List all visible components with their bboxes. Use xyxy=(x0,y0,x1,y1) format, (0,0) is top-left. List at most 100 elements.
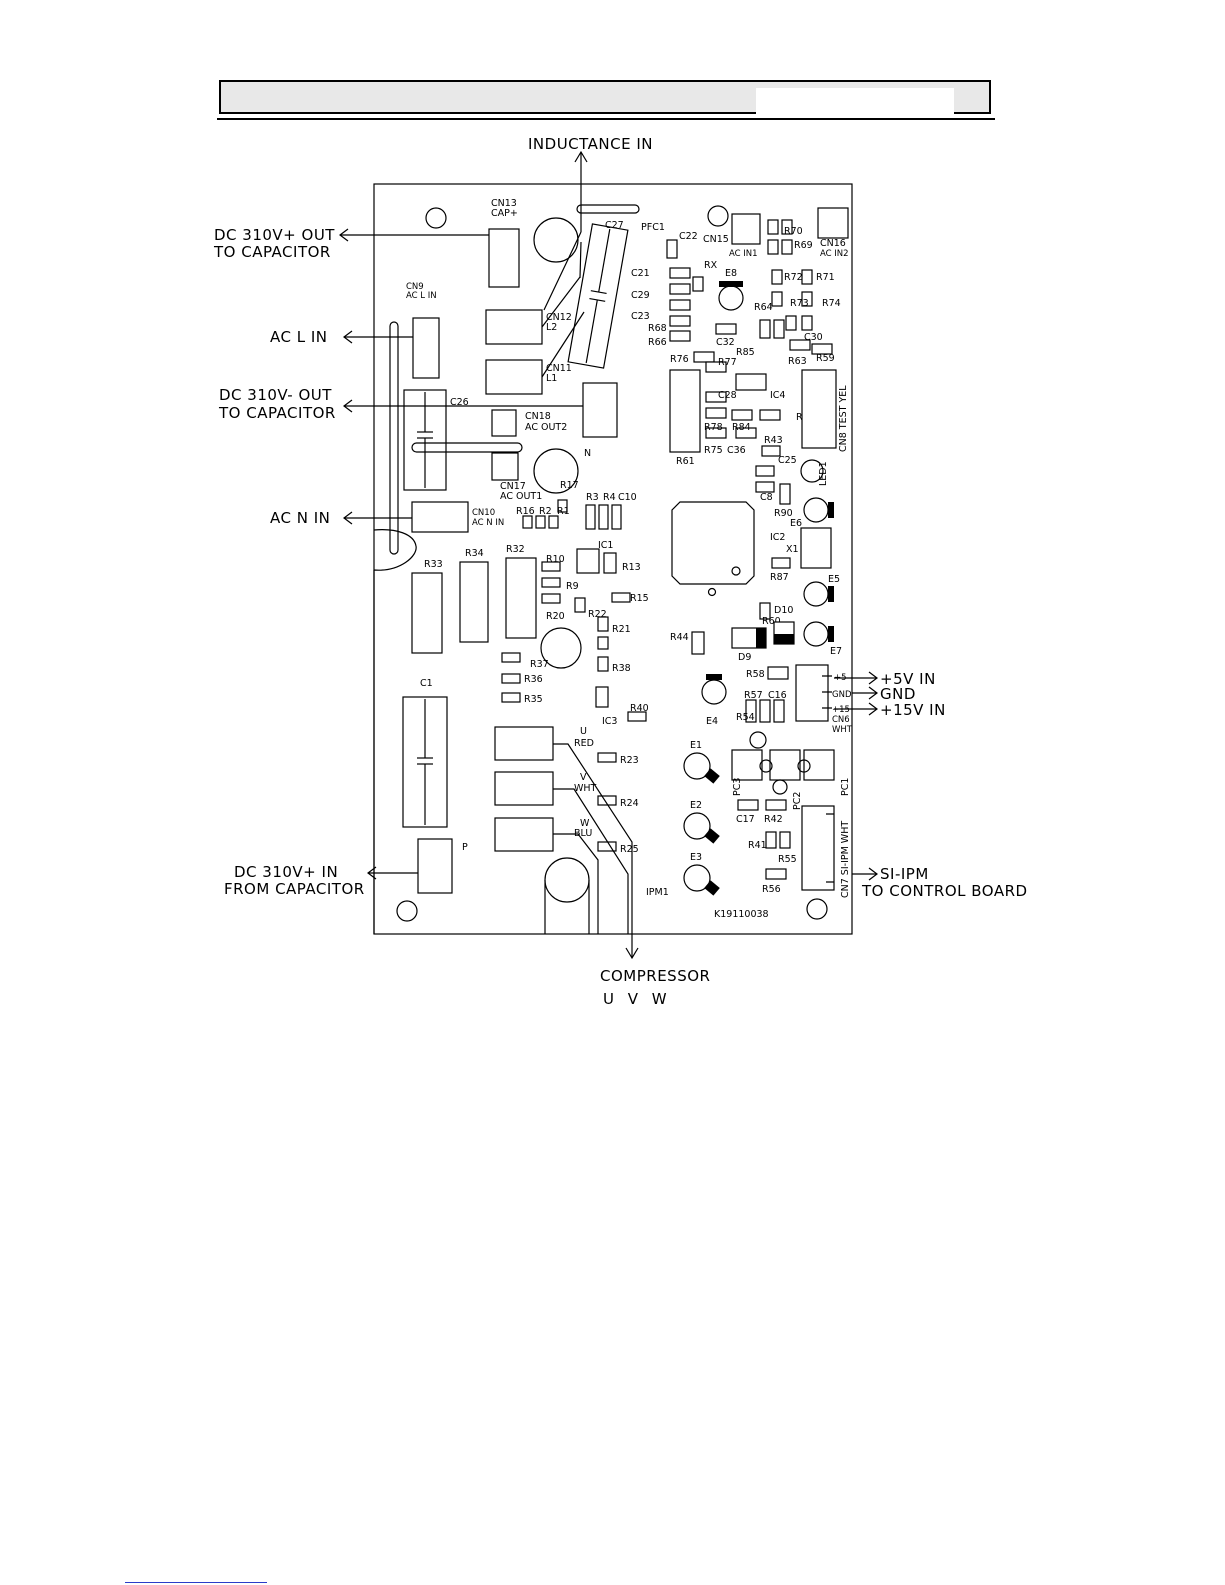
jumper-strip-horizontal xyxy=(411,442,523,453)
r21-label: R21 xyxy=(612,624,631,635)
ic4-chip xyxy=(735,373,767,391)
c21-label: C21 xyxy=(631,268,650,279)
e5-capacitor-icon xyxy=(803,581,829,607)
d9-label: D9 xyxy=(738,652,751,663)
cn12-connector xyxy=(485,309,543,345)
u-trace xyxy=(553,743,633,934)
cn16-label: CN16 xyxy=(820,238,846,249)
ac-out1-label: AC OUT1 xyxy=(500,491,542,502)
l1-trace xyxy=(541,311,585,378)
ac-out2-label: AC OUT2 xyxy=(525,422,567,433)
c10-label: C10 xyxy=(618,492,637,503)
r16-label: R16 xyxy=(516,506,535,517)
r69-label: R69 xyxy=(794,240,813,251)
pc2-label: PC2 xyxy=(792,792,803,810)
header-blank-box xyxy=(756,88,954,114)
r78-label: R78 xyxy=(704,422,723,433)
mounting-hole-icon xyxy=(396,900,418,922)
led1-label: LED1 xyxy=(818,461,829,486)
small-smd-group-left xyxy=(501,499,647,722)
ic4-label: IC4 xyxy=(770,390,785,401)
r1-label: R1 xyxy=(557,506,570,517)
r63-label: R63 xyxy=(788,356,807,367)
p-connector xyxy=(417,838,453,894)
footer-link-underline[interactable] xyxy=(125,1582,267,1583)
cn10-sub-label: AC N IN xyxy=(472,518,504,528)
r68-label: R68 xyxy=(648,323,667,334)
d10-label: D10 xyxy=(774,605,793,616)
r24-resistor xyxy=(597,795,617,806)
r13-label: R13 xyxy=(622,562,641,573)
r66-label: R66 xyxy=(648,337,667,348)
r74-label: R74 xyxy=(822,298,841,309)
c29-label: C29 xyxy=(631,290,650,301)
r2-label: R2 xyxy=(539,506,552,517)
cn15-connector xyxy=(731,213,761,245)
cn10-connector xyxy=(411,501,469,533)
v5-in-label: +5V IN xyxy=(880,670,936,688)
cap-plus-label: CAP+ xyxy=(491,208,518,219)
pc2-optocoupler xyxy=(769,749,801,781)
r22-label: R22 xyxy=(588,609,607,620)
r4-label: R4 xyxy=(603,492,616,503)
x1-crystal xyxy=(800,527,832,569)
e8-capacitor-icon xyxy=(718,285,744,311)
c16-label: C16 xyxy=(768,690,787,701)
ic3-label: IC3 xyxy=(602,716,617,727)
r76-label: R76 xyxy=(670,354,689,365)
u-label: U xyxy=(580,726,587,737)
dc-neg-out-label: DC 310V- OUT xyxy=(219,386,332,404)
r43-label: R43 xyxy=(764,435,783,446)
ic1-label: IC1 xyxy=(598,540,613,551)
r70-label: R70 xyxy=(784,226,803,237)
mounting-hole-icon xyxy=(806,898,828,920)
r32-label: R32 xyxy=(506,544,525,555)
cn6-pin-15v: +15 xyxy=(832,705,850,715)
r72-label: R72 xyxy=(784,272,803,283)
n-label: N xyxy=(584,448,591,459)
pc1-label: PC1 xyxy=(840,778,851,796)
dc-pos-in-label: DC 310V+ IN xyxy=(234,863,338,881)
ic2-chip xyxy=(671,501,755,585)
ic1-chip xyxy=(576,548,600,574)
si-ipm-label: SI-IPM xyxy=(880,865,929,883)
r71-label: R71 xyxy=(816,272,835,283)
c26-label: C26 xyxy=(450,397,469,408)
r10-label: R10 xyxy=(546,554,565,565)
header-rule xyxy=(217,118,995,120)
c27-label: C27 xyxy=(605,220,624,231)
cn6-wht-label: WHT xyxy=(832,725,853,735)
r17-label: R17 xyxy=(560,480,579,491)
r33-resistor xyxy=(411,572,443,654)
r75-label: R75 xyxy=(704,445,723,456)
mounting-hole-icon xyxy=(707,205,729,227)
c22-label: C22 xyxy=(679,231,698,242)
e6-label: E6 xyxy=(790,518,802,529)
r42-label: R42 xyxy=(764,814,783,825)
r60-label: R60 xyxy=(762,616,781,627)
c8-label: C8 xyxy=(760,492,773,503)
r36-label: R36 xyxy=(524,674,543,685)
r61-label: R61 xyxy=(676,456,695,467)
l2-trace xyxy=(541,276,581,328)
r34-label: R34 xyxy=(465,548,484,559)
v15-in-label: +15V IN xyxy=(880,701,946,719)
l2-label: L2 xyxy=(546,322,557,333)
c26-capacitor xyxy=(403,389,447,491)
r44-label: R44 xyxy=(670,632,689,643)
ac-in1-label: AC IN1 xyxy=(729,249,758,259)
r15-label: R15 xyxy=(630,593,649,604)
v-trace xyxy=(553,788,629,934)
r85-label: R85 xyxy=(736,347,755,358)
w-trace xyxy=(553,833,599,934)
r24-label: R24 xyxy=(620,798,639,809)
cn7-label: CN7 SI-IPM WHT xyxy=(840,821,851,898)
cn9-sub-label: AC L IN xyxy=(406,291,437,301)
r57-label: R57 xyxy=(744,690,763,701)
r38-label: R38 xyxy=(612,663,631,674)
r25-resistor xyxy=(597,841,617,852)
e7-label: E7 xyxy=(830,646,842,657)
r58-label: R58 xyxy=(746,669,765,680)
e2-capacitor-icon xyxy=(683,812,711,840)
ic2-label: IC2 xyxy=(770,532,785,543)
